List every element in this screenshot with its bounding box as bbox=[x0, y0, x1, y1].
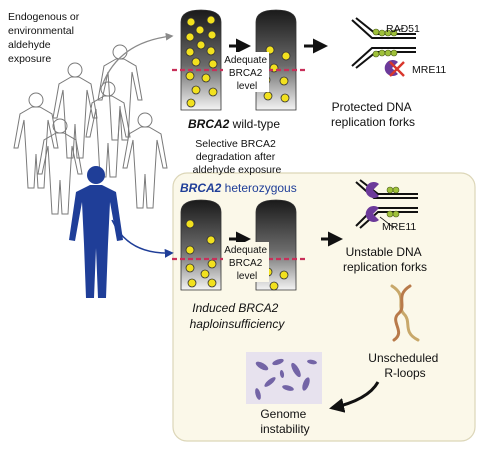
protected-outcome-label: Protected DNA replication forks bbox=[331, 100, 415, 129]
top-level-label: Adequate BRCA2 level bbox=[224, 55, 270, 92]
heterozygous-person bbox=[69, 166, 123, 298]
chromosome-micrograph bbox=[246, 352, 322, 404]
rad51-pointer bbox=[391, 27, 405, 33]
exposure-label: Endogenous or environmental aldehyde exp… bbox=[8, 11, 82, 65]
genome-instability-label: Genome instability bbox=[260, 407, 309, 436]
wildtype-tube-1 bbox=[180, 9, 222, 111]
bottom-level-label: Adequate BRCA2 level bbox=[224, 245, 270, 282]
r-loops-label: Unscheduled R-loops bbox=[368, 351, 441, 380]
rad51-filaments bbox=[372, 28, 398, 58]
population-outlines bbox=[13, 44, 168, 215]
degradation-note: Selective BRCA2 degradation after aldehy… bbox=[193, 138, 282, 176]
wildtype-label: BRCA2 wild-type bbox=[188, 117, 280, 131]
mre11-blocked-icon bbox=[384, 60, 405, 77]
heterozygous-tube-1 bbox=[180, 199, 222, 291]
unstable-fork-rad51 bbox=[386, 186, 400, 218]
instability-arrow bbox=[329, 381, 380, 413]
heterozygous-title: BRCA2 heterozygous bbox=[180, 181, 297, 195]
induced-label: Induced BRCA2 haploinsufficiency bbox=[190, 301, 286, 331]
heterozygous-arrow bbox=[111, 219, 174, 258]
mre11-nuclease-icon bbox=[365, 182, 379, 222]
unstable-outcome-label: Unstable DNA replication forks bbox=[343, 245, 427, 274]
rad51-label: RAD51 bbox=[386, 23, 420, 35]
exposure-arrow bbox=[101, 32, 174, 87]
top-level-bg bbox=[223, 52, 269, 92]
bottom-level-bg bbox=[223, 242, 269, 282]
bottom-mre11-label: MRE11 bbox=[382, 221, 416, 233]
top-mre11-label: MRE11 bbox=[412, 64, 446, 76]
r-loop-icon bbox=[390, 284, 420, 342]
bottom-mre11-pointer bbox=[379, 216, 395, 229]
